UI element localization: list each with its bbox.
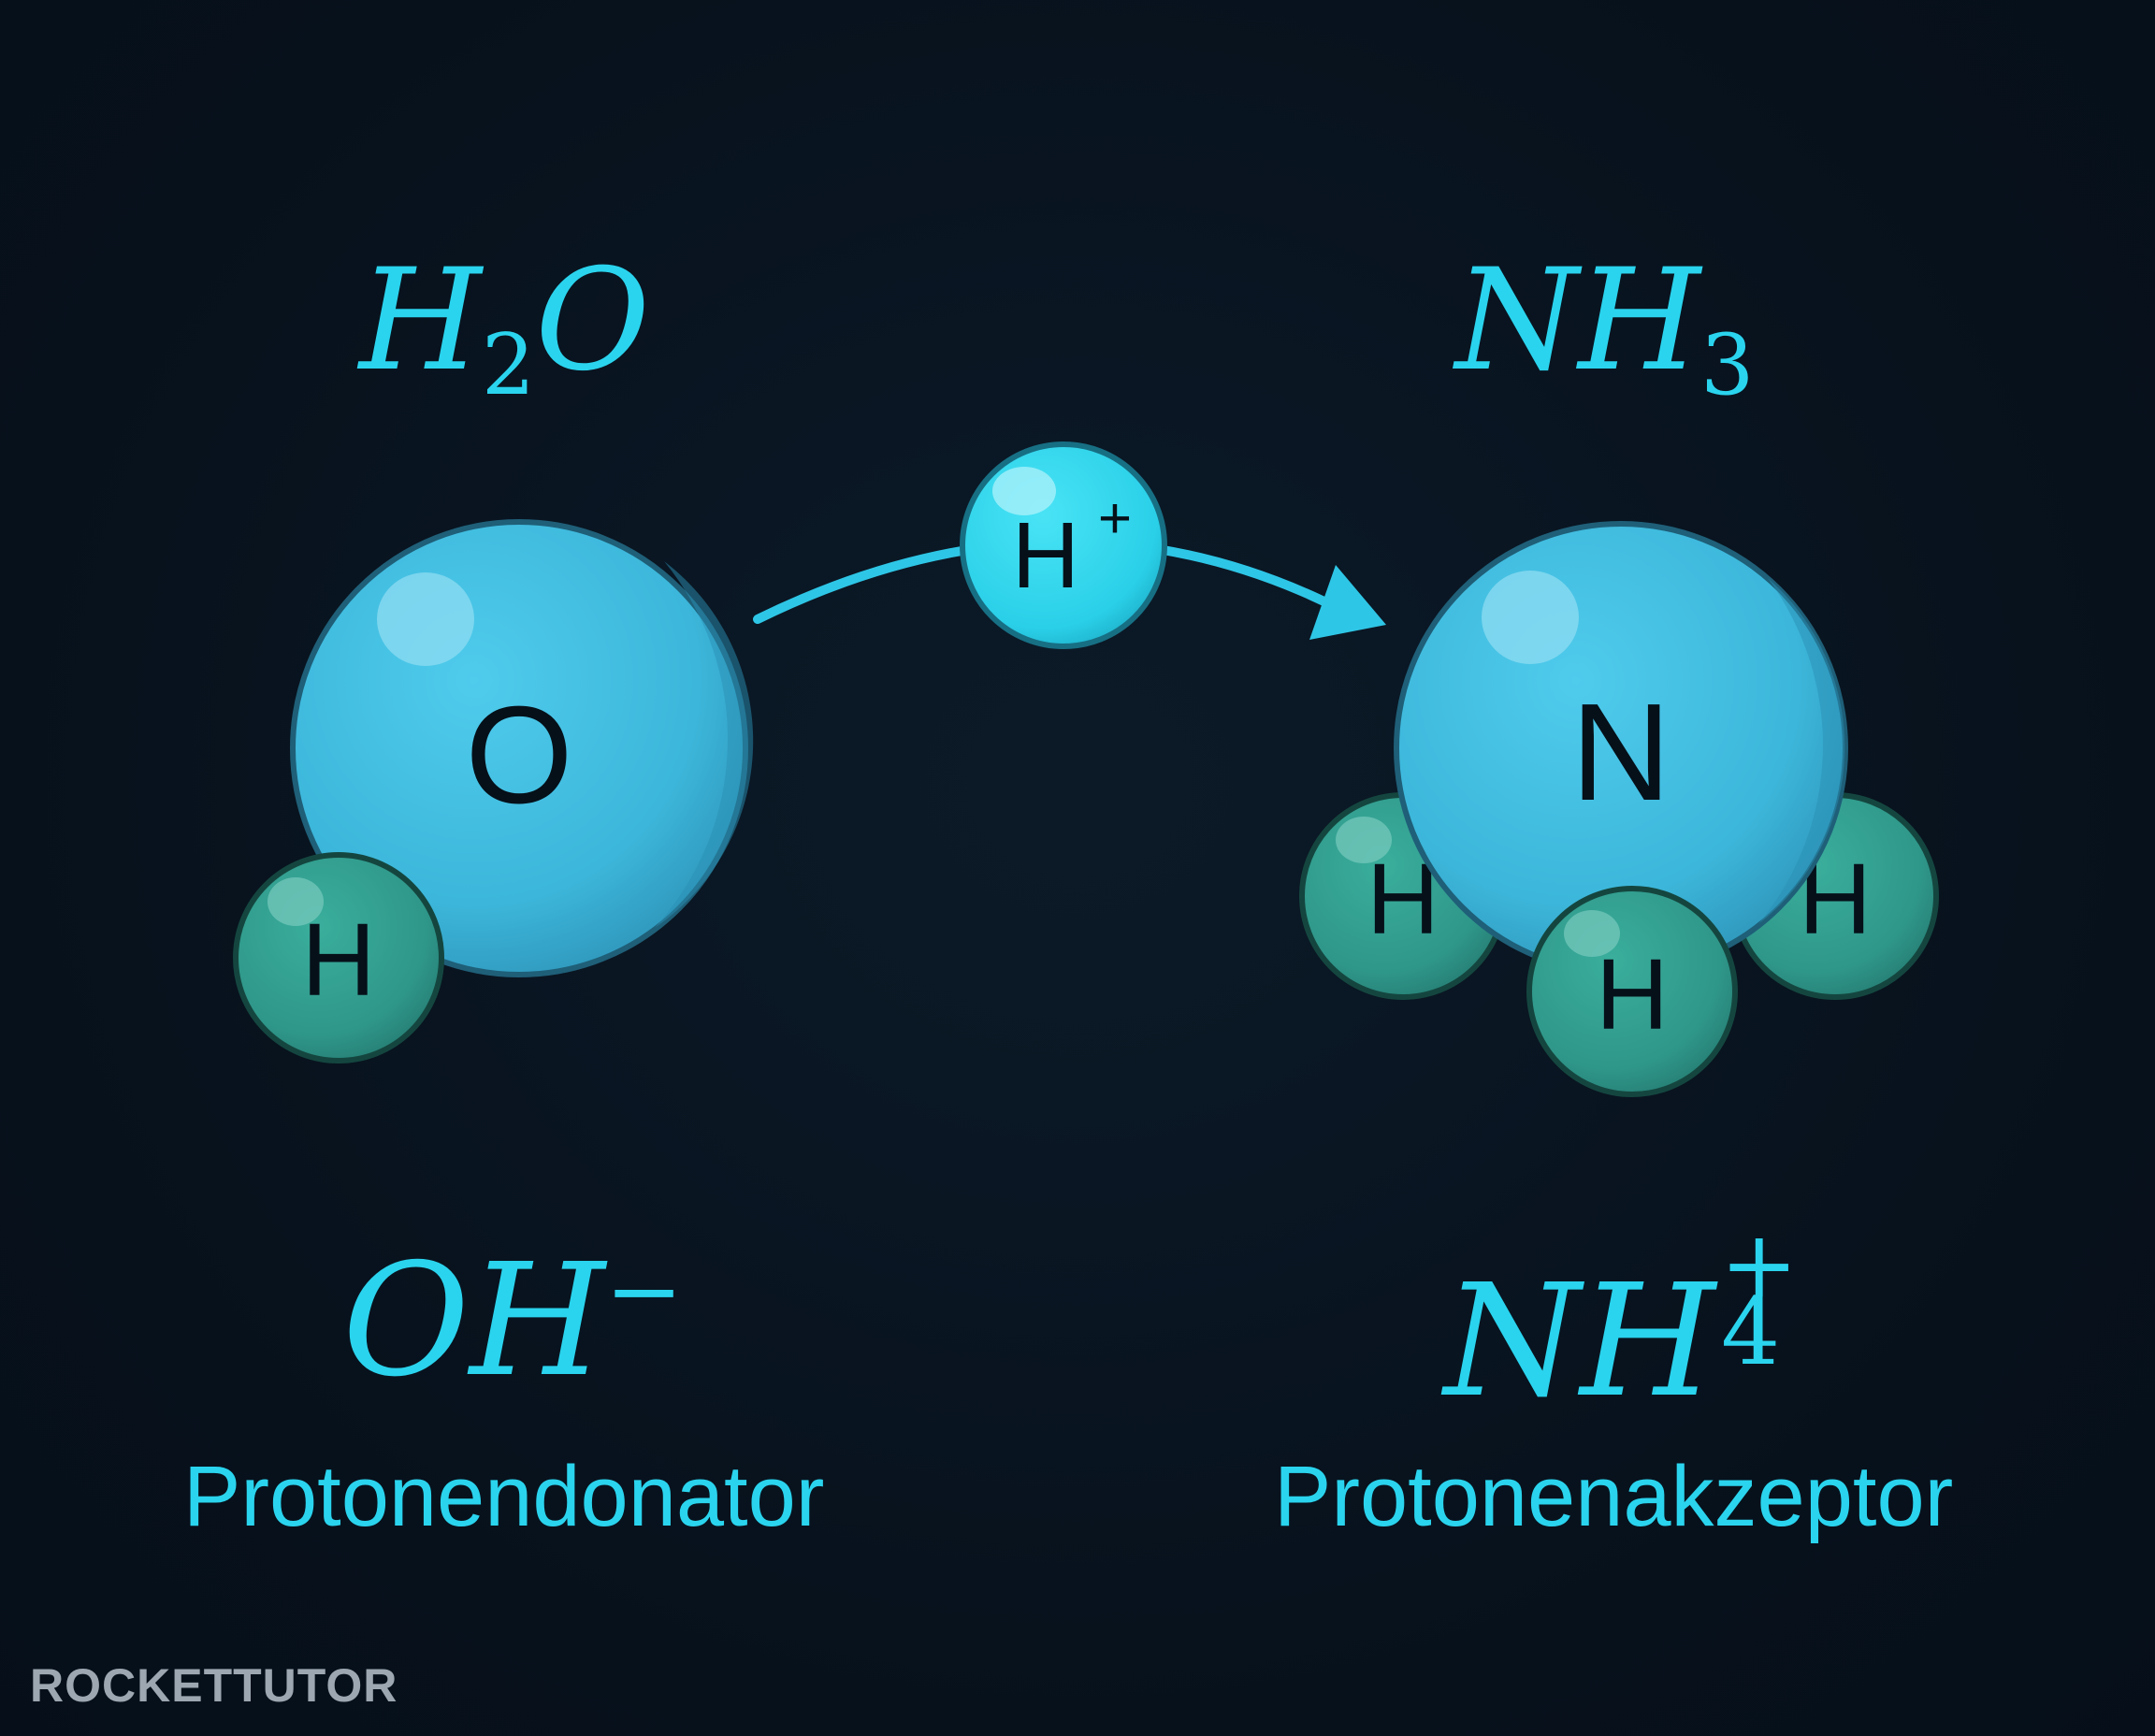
svg-text:H: H xyxy=(1596,937,1669,1050)
hydrogen-atom-water: H xyxy=(233,852,444,1063)
water-formula: H2O xyxy=(359,239,651,414)
svg-text:H: H xyxy=(1012,503,1079,608)
hydroxide-formula: OH− xyxy=(342,1231,684,1411)
svg-text:+: + xyxy=(1098,486,1132,551)
watermark-logo: ROCKETTUTOR xyxy=(30,1659,398,1712)
acceptor-label: Protonenakzeptor xyxy=(1274,1449,1954,1544)
ammonium-formula: NH+4 xyxy=(1444,1211,1799,1432)
nitrogen-atom: N xyxy=(1394,521,1848,976)
svg-text:O: O xyxy=(465,678,572,832)
svg-text:N: N xyxy=(1571,675,1671,830)
donor-label: Protonendonator xyxy=(183,1449,825,1544)
oxygen-atom: O xyxy=(290,519,754,977)
proton: H + xyxy=(960,441,1167,649)
svg-text:H: H xyxy=(301,903,375,1018)
hydrogen-atom-front: H xyxy=(1526,886,1738,1097)
ammonia-formula: NH3 xyxy=(1455,239,1755,414)
